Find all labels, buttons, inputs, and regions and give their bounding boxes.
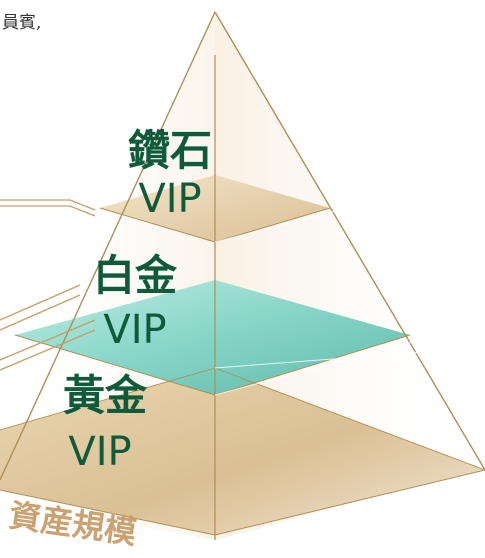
top-text: 員賓, xyxy=(2,13,41,33)
pyramid-edges xyxy=(0,11,485,540)
platinum-tier-name: 白金 xyxy=(93,251,178,300)
gold-tier-name: 黃金 xyxy=(63,371,148,420)
diamond-tier-name: 鑽石 xyxy=(128,126,212,175)
gold-tier-level: VIP xyxy=(68,429,131,475)
platinum-tier-level: VIP xyxy=(103,307,166,353)
platinum-tier-plane xyxy=(15,280,410,395)
gold-tier-plane xyxy=(0,368,485,535)
glare-lines xyxy=(214,204,451,396)
connector-lines xyxy=(0,199,96,371)
diamond-tier-level: VIP xyxy=(138,176,201,222)
